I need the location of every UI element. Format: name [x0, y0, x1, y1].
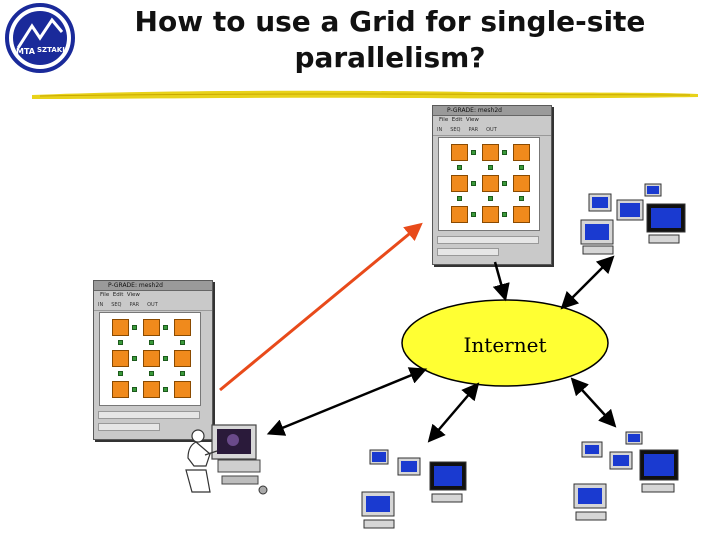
process-node[interactable]: [143, 381, 160, 398]
port: [471, 150, 476, 155]
window-scrollbar[interactable]: [437, 236, 539, 244]
menu-file[interactable]: File: [100, 292, 110, 298]
window-toolbar[interactable]: IN SEQ PAR OUT: [433, 125, 551, 136]
port: [118, 371, 123, 376]
tool-par[interactable]: PAR: [129, 302, 140, 308]
port: [457, 196, 462, 201]
institute-logo: MTA SZTAKI: [5, 3, 75, 73]
tool-in[interactable]: IN: [98, 302, 104, 308]
menu-file[interactable]: File: [439, 117, 449, 123]
process-node[interactable]: [482, 144, 499, 161]
workstation-user-icon: [185, 424, 268, 495]
port: [457, 165, 462, 170]
process-node[interactable]: [112, 381, 129, 398]
port: [519, 196, 524, 201]
window-menu[interactable]: File Edit View: [433, 116, 551, 125]
page-title: How to use a Grid for single-site parall…: [70, 4, 710, 76]
process-node[interactable]: [451, 206, 468, 223]
title-line-1: How to use a Grid for single-site: [134, 5, 646, 38]
connection-arrow: [560, 255, 615, 310]
process-node[interactable]: [451, 144, 468, 161]
connection-arrow: [492, 261, 510, 302]
port: [118, 340, 123, 345]
window-title: P-GRADE: mesh2d: [433, 106, 551, 116]
application-window-top[interactable]: P-GRADE: mesh2d File Edit View IN SEQ PAR O…: [432, 105, 552, 265]
process-node[interactable]: [513, 175, 530, 192]
computer-cluster-icon: [573, 431, 679, 521]
tool-out[interactable]: OUT: [486, 127, 497, 133]
port: [149, 340, 154, 345]
tool-seq[interactable]: SEQ: [450, 127, 461, 133]
port: [471, 181, 476, 186]
menu-edit[interactable]: Edit: [451, 117, 463, 123]
migration-arrow: [219, 222, 423, 392]
application-window-left[interactable]: P-GRADE: mesh2d File Edit View IN SEQ PAR O…: [93, 280, 213, 440]
internet-label: Internet: [463, 333, 547, 357]
process-node[interactable]: [174, 350, 191, 367]
process-node[interactable]: [513, 206, 530, 223]
title-underline: [32, 90, 698, 99]
port: [488, 196, 493, 201]
tool-par[interactable]: PAR: [468, 127, 479, 133]
connection-arrow: [570, 377, 617, 428]
port: [471, 212, 476, 217]
process-graph[interactable]: [438, 137, 540, 231]
process-node[interactable]: [482, 206, 499, 223]
process-node[interactable]: [143, 319, 160, 336]
window-status: [98, 423, 160, 431]
tool-in[interactable]: IN: [437, 127, 443, 133]
port: [149, 371, 154, 376]
port: [132, 325, 137, 330]
window-title: P-GRADE: mesh2d: [94, 281, 212, 291]
port: [180, 340, 185, 345]
menu-view[interactable]: View: [465, 117, 479, 123]
window-menu[interactable]: File Edit View: [94, 291, 212, 300]
window-toolbar[interactable]: IN SEQ PAR OUT: [94, 300, 212, 311]
connection-arrow: [427, 382, 480, 443]
menu-view[interactable]: View: [126, 292, 140, 298]
port: [502, 212, 507, 217]
process-node[interactable]: [174, 381, 191, 398]
port: [132, 387, 137, 392]
process-node[interactable]: [451, 175, 468, 192]
tool-out[interactable]: OUT: [147, 302, 158, 308]
port: [502, 150, 507, 155]
connection-arrow: [266, 367, 428, 436]
port: [180, 371, 185, 376]
tool-seq[interactable]: SEQ: [111, 302, 122, 308]
port: [163, 325, 168, 330]
window-status: [437, 248, 499, 256]
logo-text-right: SZTAKI: [37, 46, 65, 54]
computer-cluster-icon: [361, 449, 467, 529]
port: [163, 387, 168, 392]
window-scrollbar[interactable]: [98, 411, 200, 419]
port: [519, 165, 524, 170]
menu-edit[interactable]: Edit: [112, 292, 124, 298]
title-line-2: parallelism?: [294, 41, 486, 74]
process-graph[interactable]: [99, 312, 201, 406]
port: [132, 356, 137, 361]
process-node[interactable]: [513, 144, 530, 161]
process-node[interactable]: [112, 350, 129, 367]
process-node[interactable]: [112, 319, 129, 336]
process-node[interactable]: [143, 350, 160, 367]
port: [502, 181, 507, 186]
port: [488, 165, 493, 170]
port: [163, 356, 168, 361]
logo-text-left: MTA: [16, 47, 36, 56]
process-node[interactable]: [174, 319, 191, 336]
process-node[interactable]: [482, 175, 499, 192]
computer-cluster-icon: [580, 183, 686, 255]
